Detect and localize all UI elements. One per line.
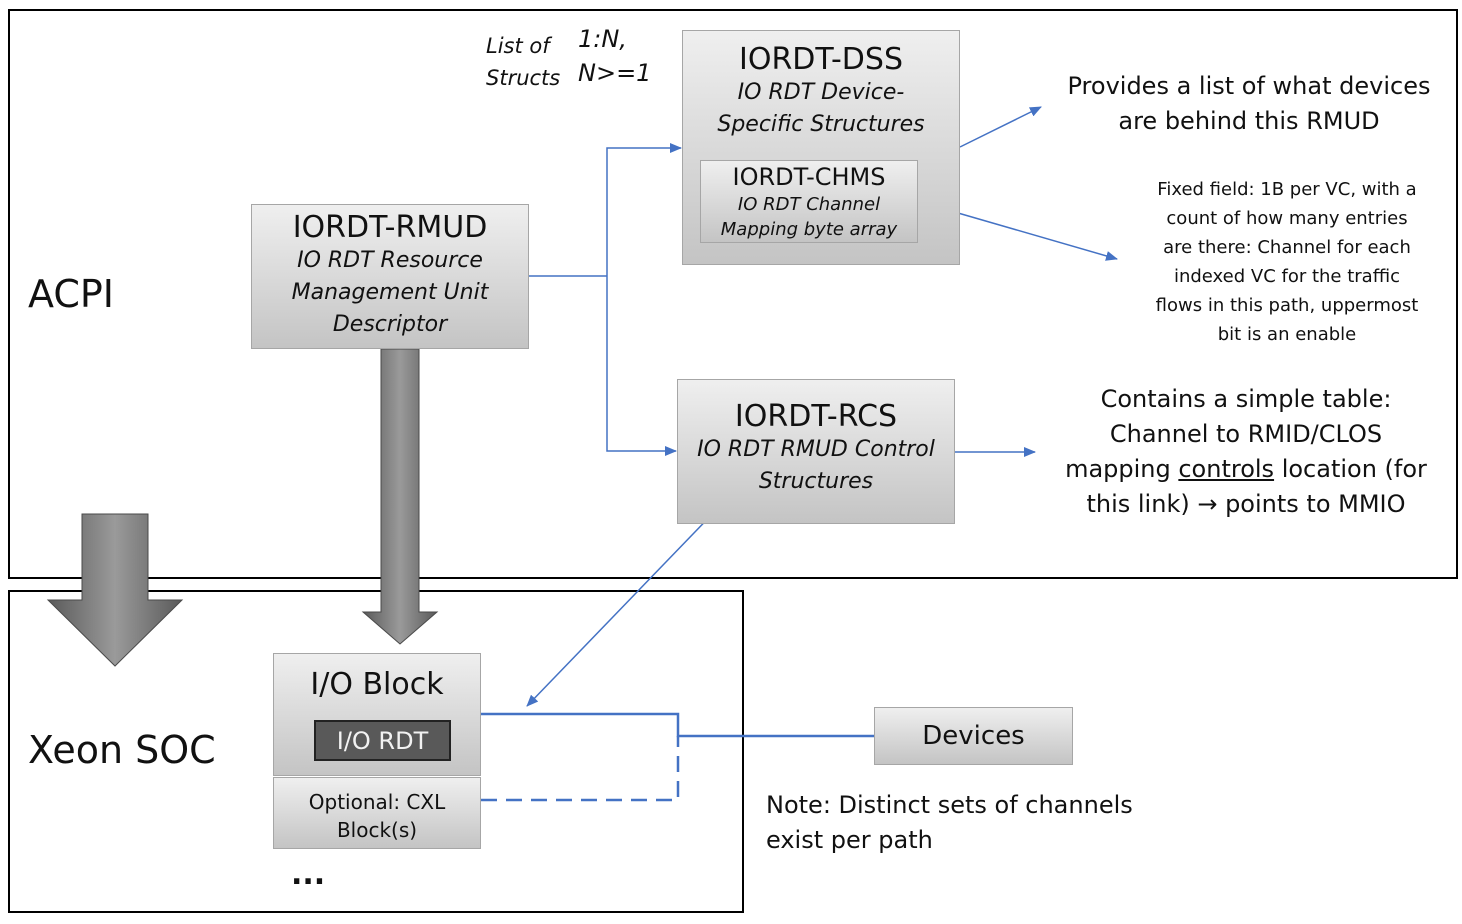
rcs-note-mapping: mapping [1065,455,1179,483]
cardinality-label: 1:N, N>=1 [578,22,651,90]
more-blocks-ellipsis: ... [291,857,326,892]
rcs-note-line-2: Channel to RMID/CLOS [1109,420,1383,448]
chms-note-line: bit is an enable [1217,324,1357,345]
structs-line: Structs [486,66,561,90]
dss-note-arrow [959,106,1042,148]
chms-note: Fixed field: 1B per VC, with a count of … [1122,175,1452,349]
chms-subtitle-2: Mapping byte array [720,219,898,240]
io-block-title: I/O Block [310,667,444,702]
rmud-title: IORDT-RMUD [292,210,488,245]
chms-note-line: Fixed field: 1B per VC, with a [1157,179,1417,200]
rmud-subtitle-3: Descriptor [332,312,448,337]
rcs-title: IORDT-RCS [734,399,898,434]
iordt-chms-box: IORDT-CHMS IO RDT Channel Mapping byte a… [700,160,918,243]
rcs-subtitle-1: IO RDT RMUD Control [697,437,935,462]
rcs-subtitle-2: Structures [758,469,874,494]
dss-note: Provides a list of what devices are behi… [1046,69,1452,139]
block-arrow-down-icon [361,348,439,645]
rcs-note-line-3: mapping controls location (for [1040,452,1452,487]
chms-subtitle-1: IO RDT Channel [737,194,881,215]
io-rdt-box: I/O RDT [314,720,451,761]
cardinality-min: N>=1 [578,59,652,87]
acpi-frame [8,9,1458,579]
dss-title: IORDT-DSS [739,42,903,77]
rmud-to-dss-arrow [606,143,682,276]
rcs-note-controls: controls [1178,455,1275,483]
devices-box: Devices [874,707,1073,765]
paths-note-line-2: exist per path [766,826,933,854]
cxl-block-box: Optional: CXL Block(s) [273,777,481,849]
rcs-note: Contains a simple table: Channel to RMID… [1040,382,1452,522]
block-arrow-down-icon [46,513,184,667]
iordt-rcs-box: IORDT-RCS IO RDT RMUD Control Structures [677,379,955,524]
dss-note-line-1: Provides a list of what devices [1067,72,1431,100]
paths-note: Note: Distinct sets of channels exist pe… [766,788,1186,858]
dss-note-line-2: are behind this RMUD [1118,107,1380,135]
chms-title: IORDT-CHMS [732,163,886,191]
rcs-note-line-1: Contains a simple table: [1100,385,1392,413]
rmud-to-rcs-arrow [606,276,677,456]
chms-note-line: indexed VC for the traffic [1173,266,1401,287]
chms-note-line: count of how many entries [1166,208,1408,229]
chms-note-line: are there: Channel for each [1163,237,1411,258]
rcs-to-io-block-arrow [526,504,722,707]
chms-note-line: flows in this path, uppermost [1155,295,1419,316]
xeon-soc-label: Xeon SOC [28,728,216,772]
rmud-subtitle-2: Management Unit [291,280,489,305]
list-of-line: List of [486,34,550,58]
cxl-line-1: Optional: CXL [308,790,446,814]
paths-note-line-1: Note: Distinct sets of channels [766,791,1133,819]
list-of-structs-label: List of Structs [486,30,560,94]
rmud-subtitle-1: IO RDT Resource [297,248,483,273]
cxl-line-2: Block(s) [336,818,418,842]
iordt-rmud-box: IORDT-RMUD IO RDT Resource Management Un… [251,204,529,349]
dss-subtitle-1: IO RDT Device- [737,80,905,105]
dss-subtitle-2: Specific Structures [717,112,925,137]
cxl-to-devices-path [481,736,680,802]
rcs-note-location: location (for [1274,455,1427,483]
rcs-note-line-4: this link) → points to MMIO [1086,490,1406,518]
io-to-devices-path [481,712,874,738]
soc-frame [8,590,744,913]
cardinality-ratio: 1:N, [578,25,627,53]
acpi-label: ACPI [28,272,114,316]
